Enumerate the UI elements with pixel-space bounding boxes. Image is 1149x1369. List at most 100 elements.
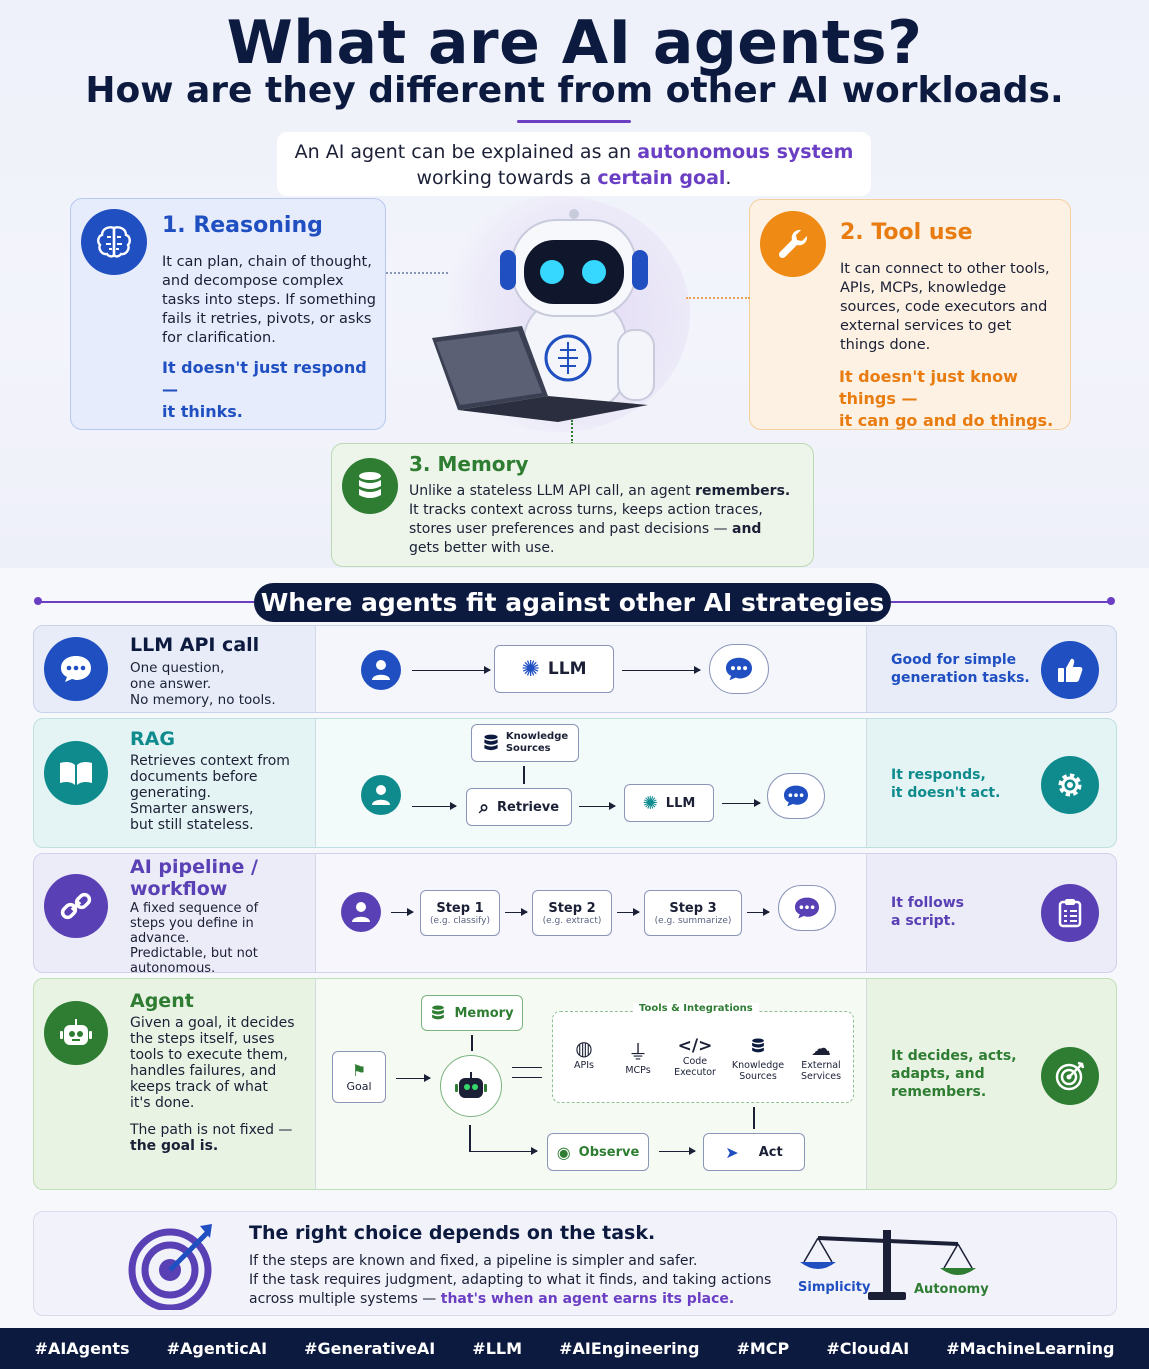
hashtag[interactable]: #AIAgents (34, 1339, 130, 1358)
flow-arrow (617, 908, 640, 916)
flow-arrow (412, 666, 491, 674)
row-diagram: ✺LLM (315, 626, 867, 712)
text-line: Unlike a stateless LLM API call, an agen… (409, 483, 696, 499)
row-verdict-area: It decides, acts, adapts, and remembers. (867, 979, 1116, 1189)
bidirectional-arrow (512, 1077, 542, 1078)
observe-box: ◉Observe (547, 1133, 649, 1171)
row-left: LLM API call One question, one answer. N… (34, 626, 315, 712)
gear-icon (1041, 756, 1099, 814)
flow-arrow (722, 799, 761, 807)
title-divider (517, 120, 631, 123)
row-llm-api: LLM API call One question, one answer. N… (33, 625, 1117, 713)
text-line: for clarification. (162, 330, 276, 346)
goal-box: ⚑Goal (332, 1051, 386, 1103)
text-line: gets better with use. (409, 540, 555, 556)
hashtag[interactable]: #AIEngineering (559, 1339, 700, 1358)
text-bold: the goal is. (130, 1138, 219, 1154)
hashtag[interactable]: #MachineLearning (946, 1339, 1115, 1358)
response-bubble-icon (778, 885, 836, 931)
row-diagram: Step 1(e.g. classify) Step 2(e.g. extrac… (315, 854, 867, 972)
openai-icon: ✺ (521, 656, 540, 682)
text-line: things done. (840, 337, 931, 353)
flow-arrow (412, 802, 457, 810)
text-line: It doesn't just respond — (162, 358, 367, 399)
user-icon (341, 892, 381, 932)
code-icon: </> (677, 1036, 713, 1056)
thumbs-up-icon (1041, 641, 1099, 699)
row-title: LLM API call (130, 634, 260, 656)
flow-arrow (622, 666, 701, 674)
text-line: one answer. (130, 676, 212, 692)
text-line: the steps itself, uses (130, 1031, 275, 1047)
search-icon: ⌕ (478, 796, 490, 818)
flow-arrow (753, 1107, 755, 1129)
hashtag[interactable]: #MCP (736, 1339, 790, 1358)
target-icon (1041, 1047, 1099, 1105)
text-line: but still stateless. (130, 817, 254, 833)
text-line: tasks into steps. If something (162, 292, 376, 308)
row-diagram: Memory ⚑Goal Tools & Integrations ◍APIs … (315, 979, 867, 1189)
box-hint: (e.g. classify) (429, 915, 491, 926)
feedback-line (469, 1125, 471, 1151)
flow-arrow (579, 802, 616, 810)
text-line: Smarter answers, (130, 801, 254, 817)
flow-arrow (747, 908, 770, 916)
text-line: Good for simple (891, 652, 1017, 668)
hashtag[interactable]: #GenerativeAI (304, 1339, 436, 1358)
text-line: It doesn't just know things — (839, 367, 1018, 408)
row-verdict-area: It responds, it doesn't act. (867, 719, 1116, 847)
text-line: It tracks context across turns, keeps ac… (409, 502, 763, 518)
row-description: Given a goal, it decides the steps itsel… (130, 1015, 295, 1111)
text-line: stores user preferences and past decisio… (409, 521, 733, 537)
reasoning-card: 1. Reasoning It can plan, chain of thoug… (70, 198, 386, 430)
hashtag[interactable]: #CloudAI (826, 1339, 910, 1358)
tool-label: Code (682, 1056, 708, 1067)
link-icon (44, 874, 108, 938)
box-label: LLM (665, 795, 696, 811)
row-description: One question, one answer. No memory, no … (130, 660, 276, 708)
database-icon (342, 458, 398, 514)
row-verdict: It decides, acts, adapts, and remembers. (891, 1047, 1017, 1101)
text-line: keeps track of what (130, 1079, 268, 1095)
response-bubble-icon (709, 644, 769, 694)
conclusion-text: If the steps are known and fixed, a pipe… (249, 1252, 771, 1309)
text-line: One question, (130, 660, 225, 676)
tool-label: Services (800, 1071, 842, 1082)
bidirectional-arrow (523, 766, 525, 784)
clipboard-icon (1041, 884, 1099, 942)
row-agent: Agent Given a goal, it decides the steps… (33, 978, 1117, 1190)
text-line: It decides, acts, (891, 1048, 1017, 1064)
page-subtitle: How are they different from other AI wor… (85, 70, 1064, 111)
intro-highlight: certain goal (597, 167, 726, 189)
box-label: Retrieve (497, 799, 560, 815)
tool-label: Knowledge (731, 1060, 785, 1071)
text-line: The path is not fixed — (130, 1122, 293, 1138)
box-label: Step 2 (548, 900, 596, 916)
text-line: sources, code executors and (840, 299, 1048, 315)
text-highlight: that's when an agent earns its place. (440, 1291, 735, 1307)
box-label: Memory (454, 1005, 514, 1021)
text-bold: remembers. (695, 483, 791, 499)
bidirectional-arrow (471, 1035, 473, 1051)
tool-apis: ◍APIs (559, 1036, 609, 1082)
tool-label: External (801, 1060, 841, 1071)
hashtag[interactable]: #LLM (472, 1339, 522, 1358)
text-line: it's done. (130, 1095, 195, 1111)
text-line: it doesn't act. (891, 785, 1001, 801)
text-line: remembers. (891, 1084, 987, 1100)
memory-title: 3. Memory (409, 452, 529, 476)
row-verdict: Good for simple generation tasks. (891, 651, 1030, 687)
banner-dot (1107, 597, 1115, 605)
llm-box: ✺LLM (494, 645, 614, 693)
box-label: Step 3 (669, 900, 717, 916)
hashtag[interactable]: #AgenticAI (166, 1339, 268, 1358)
retrieve-box: ⌕ Retrieve (466, 788, 572, 826)
tool-label: Executor (674, 1067, 716, 1078)
reasoning-tagline: It doesn't just respond — it thinks. (162, 357, 385, 423)
openai-icon: ✺ (642, 792, 658, 814)
row-note: The path is not fixed — the goal is. (130, 1122, 292, 1154)
